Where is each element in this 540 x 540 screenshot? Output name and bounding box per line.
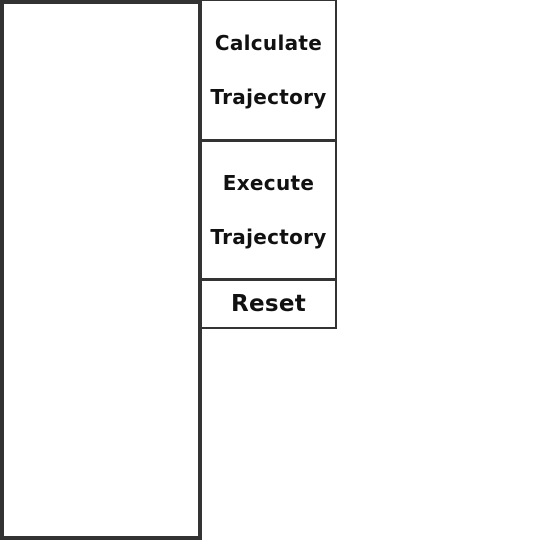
reset-button[interactable]: Reset	[200, 279, 337, 329]
execute-trajectory-label: Execute Trajectory	[210, 171, 327, 249]
calculate-trajectory-label: Calculate Trajectory	[210, 31, 327, 109]
calculate-trajectory-button[interactable]: Calculate Trajectory	[200, 0, 337, 141]
execute-trajectory-button[interactable]: Execute Trajectory	[200, 139, 337, 281]
trajectory-canvas[interactable]	[0, 0, 202, 540]
reset-label: Reset	[230, 291, 307, 317]
